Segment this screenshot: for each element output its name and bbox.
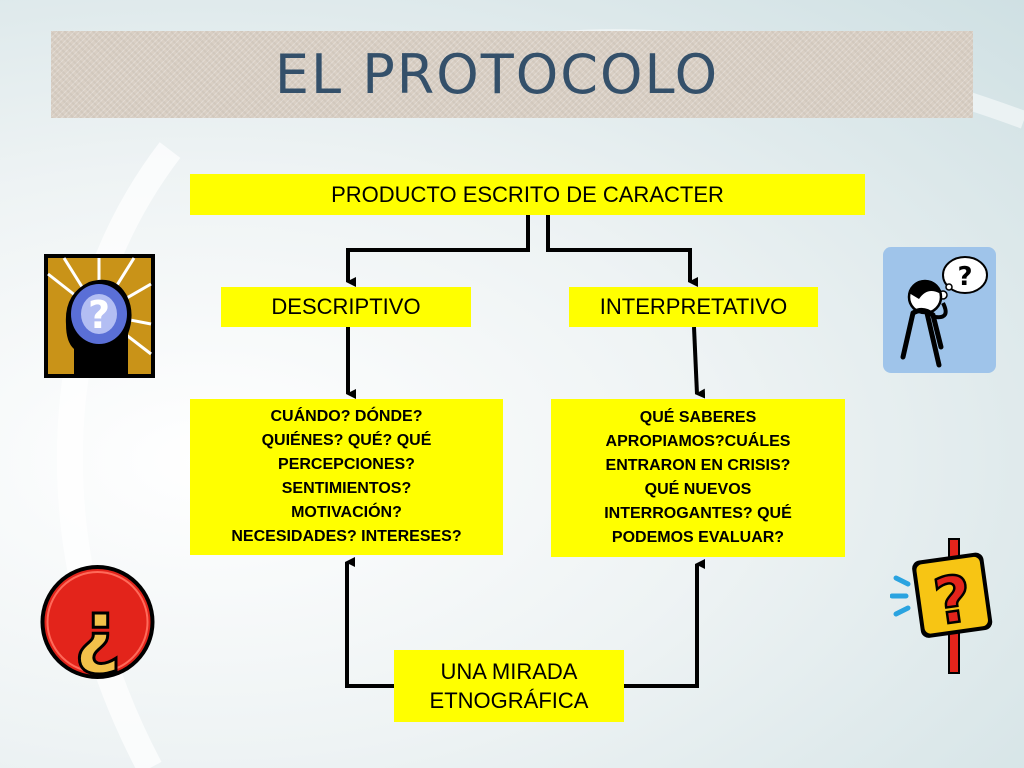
question-line: CUÁNDO? DÓNDE? — [270, 408, 423, 425]
inverted-question-icon: ¿ — [40, 565, 155, 680]
main-box: PRODUCTO ESCRITO DE CARACTER — [190, 174, 865, 215]
etno-line: ETNOGRÁFICA — [429, 688, 589, 713]
question-line: PODEMOS EVALUAR? — [611, 529, 785, 546]
descriptivo-box: DESCRIPTIVO — [221, 287, 471, 327]
question-line: QUÉ SABERES — [639, 409, 757, 426]
head-question-icon: ? — [44, 254, 155, 378]
question-line: APROPIAMOS?CUÁLES — [605, 433, 791, 450]
interpretive-questions-box: QUÉ SABERES APROPIAMOS?CUÁLES ENTRARON E… — [551, 399, 845, 557]
etnografica-box: UNA MIRADA ETNOGRÁFICA — [394, 650, 624, 722]
question-line: SENTIMIENTOS? — [281, 480, 412, 497]
svg-text:?: ? — [957, 262, 972, 292]
question-line: MOTIVACIÓN? — [291, 504, 402, 521]
question-line: QUIÉNES? QUÉ? QUÉ — [261, 432, 432, 449]
question-line: NECESIDADES? INTERESES? — [231, 528, 462, 545]
svg-text:?: ? — [930, 562, 977, 640]
svg-text:¿: ¿ — [74, 583, 122, 678]
question-line: ENTRARON EN CRISIS? — [605, 457, 791, 474]
main-box-label: PRODUCTO ESCRITO DE CARACTER — [331, 181, 724, 207]
page-title: EL PROTOCOLO — [274, 43, 720, 106]
interpretativo-label: INTERPRETATIVO — [599, 294, 788, 319]
question-line: PERCEPCIONES? — [278, 456, 415, 473]
descriptive-questions-box: CUÁNDO? DÓNDE? QUIÉNES? QUÉ? QUÉ PERCEPC… — [190, 399, 503, 555]
title-banner: EL PROTOCOLO — [51, 31, 973, 118]
svg-text:?: ? — [88, 293, 110, 337]
question-line: QUÉ NUEVOS — [644, 481, 752, 498]
question-sign-icon: ? — [890, 538, 993, 674]
thinking-person-icon: ? — [883, 247, 996, 373]
descriptivo-label: DESCRIPTIVO — [271, 294, 421, 319]
etno-line: UNA MIRADA — [440, 659, 578, 684]
question-line: INTERROGANTES? QUÉ — [604, 505, 792, 522]
interpretativo-box: INTERPRETATIVO — [569, 287, 818, 327]
